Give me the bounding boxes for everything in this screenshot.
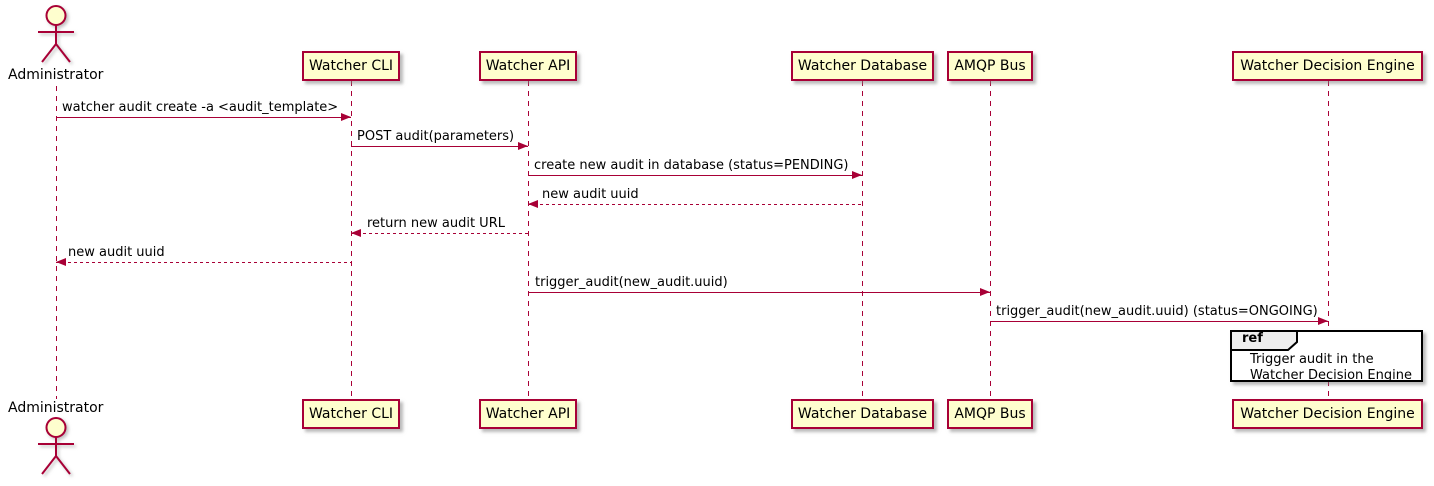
ref-keyword: ref — [1242, 331, 1263, 346]
actor-icon — [38, 417, 74, 475]
message-line — [990, 321, 1328, 322]
message-label: new audit uuid — [542, 187, 639, 202]
participant-watcher-decision-engine: Watcher Decision Engine — [1232, 399, 1423, 429]
arrowhead-icon — [56, 258, 66, 266]
ref-text-line: Trigger audit in the — [1250, 352, 1374, 367]
message-line — [56, 117, 351, 118]
participant-watcher-database: Watcher Database — [791, 399, 934, 429]
ref-fragment-label-shape: ref — [1230, 330, 1298, 351]
message-line — [528, 175, 862, 176]
participant-watcher-cli: Watcher CLI — [302, 399, 400, 429]
lifeline-administrator — [56, 86, 57, 399]
arrowhead-icon — [528, 200, 538, 208]
message-label: watcher audit create -a <audit_template> — [62, 100, 339, 115]
message-label: return new audit URL — [367, 216, 505, 231]
message-label: new audit uuid — [68, 245, 165, 260]
participant-watcher-database: Watcher Database — [791, 51, 934, 81]
ref-fragment: ref Trigger audit in the Watcher Decisio… — [1230, 330, 1423, 383]
actor-icon — [38, 5, 74, 63]
message-line — [351, 233, 528, 234]
actor-label-administrator: Administrator — [8, 67, 104, 83]
lifeline-watcher-cli — [351, 81, 352, 399]
arrowhead-icon — [341, 113, 351, 121]
lifeline-watcher-api — [528, 81, 529, 399]
participant-amqp-bus: AMQP Bus — [947, 399, 1033, 429]
participant-watcher-cli: Watcher CLI — [302, 51, 400, 81]
participant-amqp-bus: AMQP Bus — [947, 51, 1033, 81]
arrowhead-icon — [518, 142, 528, 150]
participant-watcher-api: Watcher API — [479, 51, 577, 81]
message-line — [56, 262, 351, 263]
participant-watcher-decision-engine: Watcher Decision Engine — [1232, 51, 1423, 81]
message-label: trigger_audit(new_audit.uuid) (status=ON… — [996, 304, 1318, 319]
message-line — [528, 204, 862, 205]
lifeline-amqp-bus — [990, 81, 991, 399]
message-label: POST audit(parameters) — [357, 129, 515, 144]
actor-label-administrator: Administrator — [8, 400, 104, 416]
message-label: trigger_audit(new_audit.uuid) — [535, 275, 728, 290]
arrowhead-icon — [1318, 317, 1328, 325]
lifeline-watcher-decision-engine — [1328, 81, 1329, 399]
message-label: create new audit in database (status=PEN… — [534, 158, 849, 173]
message-line — [528, 292, 990, 293]
arrowhead-icon — [351, 229, 361, 237]
arrowhead-icon — [852, 171, 862, 179]
message-line — [351, 146, 528, 147]
ref-text-line: Watcher Decision Engine — [1250, 368, 1412, 383]
participant-watcher-api: Watcher API — [479, 399, 577, 429]
arrowhead-icon — [980, 288, 990, 296]
lifeline-watcher-database — [862, 81, 863, 399]
